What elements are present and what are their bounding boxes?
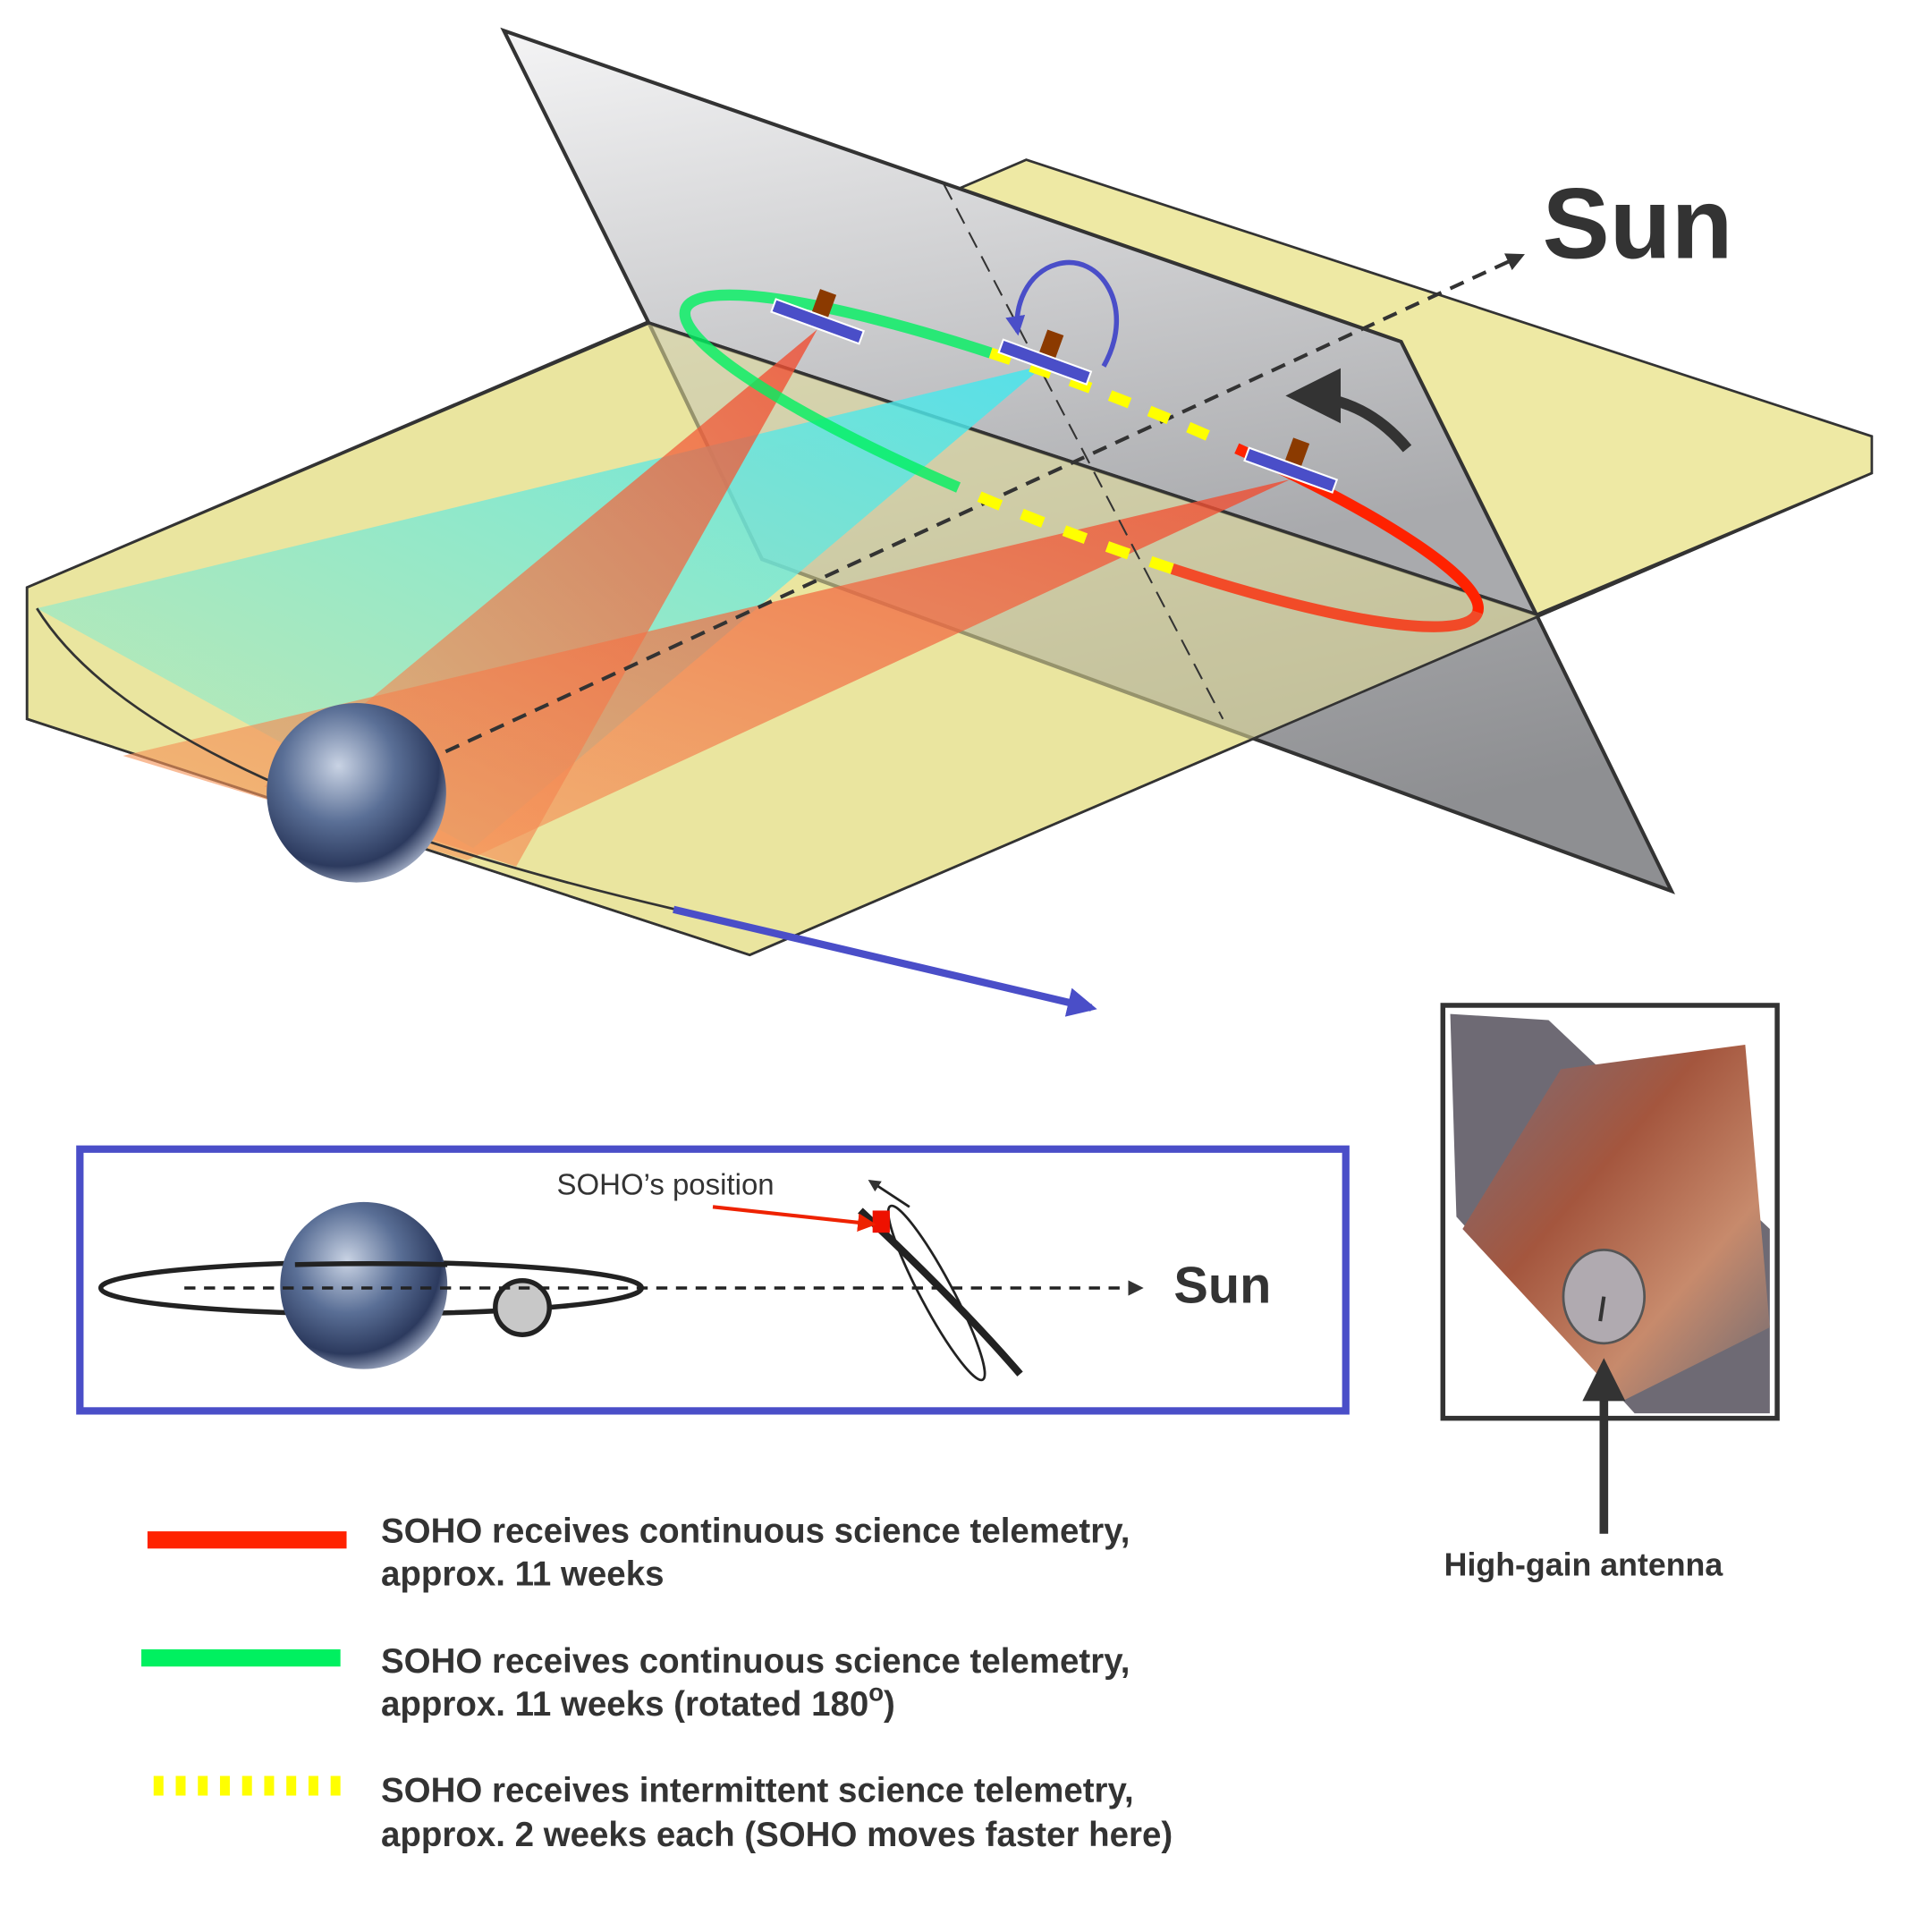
soho-photo xyxy=(1440,1003,1780,1421)
legend: SOHO receives continuous science telemet… xyxy=(141,1512,1173,1854)
inset-sun-label: Sun xyxy=(1173,1257,1271,1314)
legend-red-line2: approx. 11 weeks xyxy=(381,1555,665,1594)
earth xyxy=(267,702,446,883)
sun-label: Sun xyxy=(1543,167,1733,280)
rotation-arrow-icon xyxy=(1005,259,1120,368)
earth-sun-line xyxy=(355,253,1525,795)
legend-green-line1: SOHO receives continuous science telemet… xyxy=(381,1642,1130,1681)
halo-orbit xyxy=(679,289,1485,632)
soho-position-pointer xyxy=(712,1205,876,1233)
earth-orbit-curve xyxy=(36,607,677,911)
inset-halo-orbit xyxy=(886,1204,986,1382)
legend-yellow-line2: approx. 2 weeks each (SOHO moves faster … xyxy=(381,1816,1173,1854)
inset-panel: Sun SOHO’s position xyxy=(76,1145,1350,1415)
spacecraft-3 xyxy=(1243,437,1339,494)
spacecraft-1 xyxy=(770,289,866,345)
legend-green-line2: approx. 11 weeks (rotated 180o) xyxy=(381,1679,895,1724)
inset-soho-marker xyxy=(872,1210,890,1233)
orbit-direction-arrow-icon xyxy=(1285,368,1412,453)
spacecraft-2 xyxy=(997,329,1093,386)
legend-swatch-green xyxy=(141,1648,341,1667)
legend-swatch-red xyxy=(147,1531,347,1549)
vertical-axis-line xyxy=(943,183,1224,720)
earth-motion-arrow xyxy=(673,905,1097,1017)
inset-earth xyxy=(280,1201,448,1369)
legend-red-line1: SOHO receives continuous science telemet… xyxy=(381,1512,1130,1550)
antenna-label: High-gain antenna xyxy=(1444,1547,1724,1583)
soho-position-label: SOHO’s position xyxy=(557,1168,775,1201)
inset-moon xyxy=(493,1278,553,1337)
legend-yellow-line1: SOHO receives intermittent science telem… xyxy=(381,1771,1134,1809)
inset-direction-arrow xyxy=(868,1179,910,1208)
